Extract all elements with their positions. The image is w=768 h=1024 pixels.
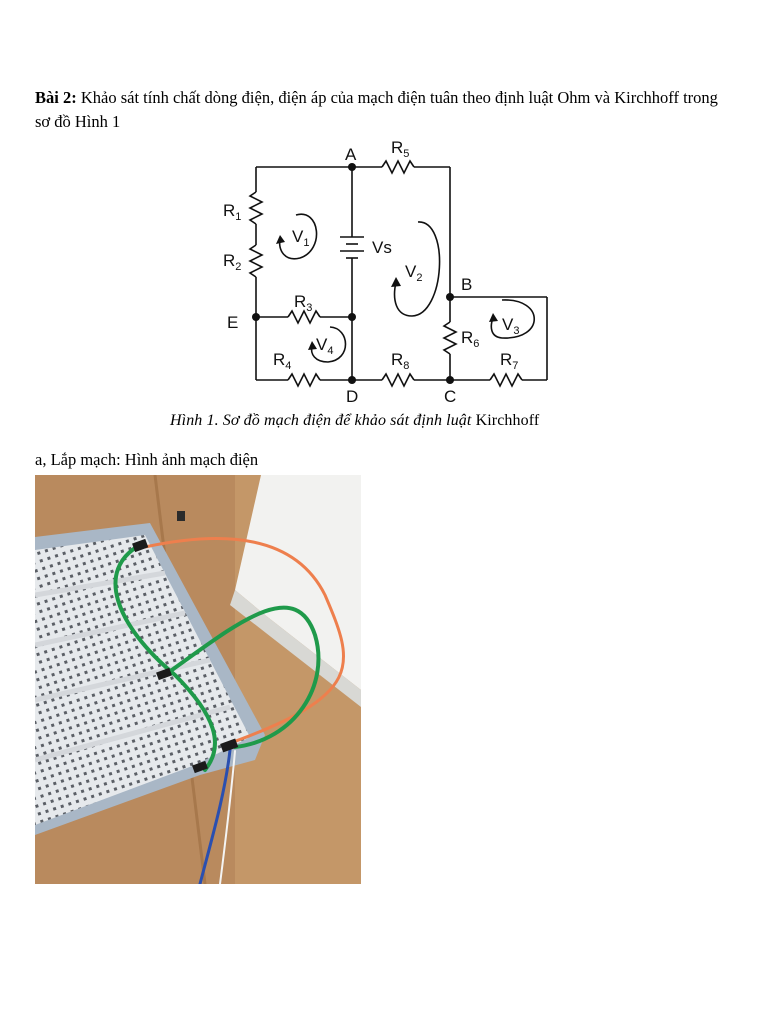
vs-label: Vs [372,238,392,257]
r5-label: R5 [391,140,409,160]
caption-italic: Hình 1. Sơ đồ mạch điện để khảo sát định… [170,412,476,429]
r8-label: R8 [391,350,409,372]
v4-label: V4 [316,335,333,357]
exercise-label: Bài 2: [35,88,77,107]
r6-label: R6 [461,328,479,350]
r1-label: R1 [223,201,241,223]
node-a-label: A [345,145,357,164]
v2-label: V2 [405,262,422,284]
node-b-label: B [461,275,472,294]
exercise-text: Khảo sát tính chất dòng điện, điện áp củ… [35,88,718,131]
node-d-label: D [346,387,358,406]
section-a-heading: a, Lắp mạch: Hình ảnh mạch điện [35,450,259,469]
v1-label: V1 [292,227,309,249]
breadboard-photo [35,475,361,884]
r3-label: R3 [294,292,312,314]
r7-label: R7 [500,350,518,372]
node-e-label: E [227,313,238,332]
v3-label: V3 [502,315,519,337]
figure-caption: Hình 1. Sơ đồ mạch điện để khảo sát định… [170,412,600,430]
r2-label: R2 [223,251,241,273]
exercise-heading: Bài 2: Khảo sát tính chất dòng điện, điệ… [35,86,735,134]
caption-upright: Kirchhoff [475,412,540,429]
r4-label: R4 [273,350,291,372]
circuit-diagram: A B C D E R1 R2 R3 R4 R5 R6 R7 R8 Vs V1 … [223,140,548,406]
node-c-label: C [444,387,456,406]
